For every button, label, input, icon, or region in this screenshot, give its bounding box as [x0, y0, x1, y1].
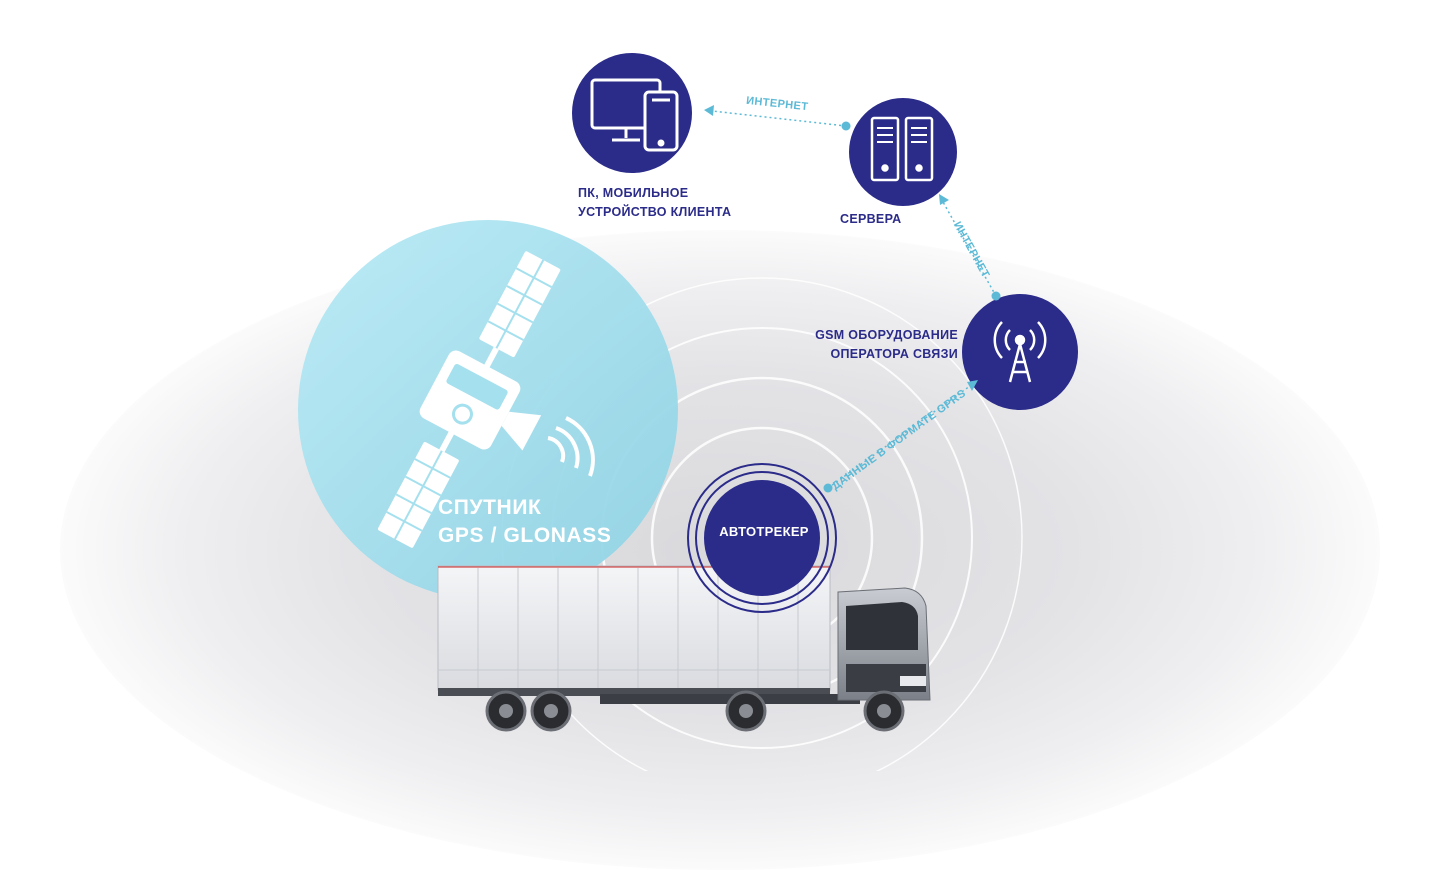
server-node: [849, 98, 957, 206]
tracker-node: [704, 480, 820, 596]
tracker-outer-ring: [687, 463, 837, 613]
tracker-label: АВТОТРЕКЕР: [719, 524, 809, 539]
diagram-canvas: [298, 53, 1078, 732]
monitor-phone-icon: [590, 78, 679, 152]
client-label-line1: ПК, МОБИЛЬНОЕ: [578, 186, 689, 200]
satellite-label-line1: СПУТНИК: [438, 496, 542, 519]
gsm-label-line2: ОПЕРАТОРА СВЯЗИ: [830, 347, 958, 361]
server-label: СЕРВЕРА: [840, 212, 902, 226]
satellite-label: СПУТНИК GPS / GLONASS: [438, 494, 612, 550]
gsm-label: GSM ОБОРУДОВАНИЕ ОПЕРАТОРА СВЯЗИ: [804, 326, 958, 364]
connectors: [711, 110, 997, 489]
gsm-node: [962, 294, 1078, 410]
satellite-label-line2: GPS / GLONASS: [438, 524, 612, 547]
server-icon: [870, 116, 934, 182]
gsm-label-line1: GSM ОБОРУДОВАНИЕ: [815, 328, 958, 342]
connector-markers: [704, 105, 1001, 493]
truck-icon: [437, 565, 931, 732]
tracker-inner-ring: [695, 471, 829, 605]
client-label-line2: УСТРОЙСТВО КЛИЕНТА: [578, 205, 732, 219]
satellite-icon: [377, 251, 595, 548]
client-label: ПК, МОБИЛЬНОЕ УСТРОЙСТВО КЛИЕНТА: [578, 184, 731, 222]
cell-tower-icon: [993, 321, 1047, 383]
